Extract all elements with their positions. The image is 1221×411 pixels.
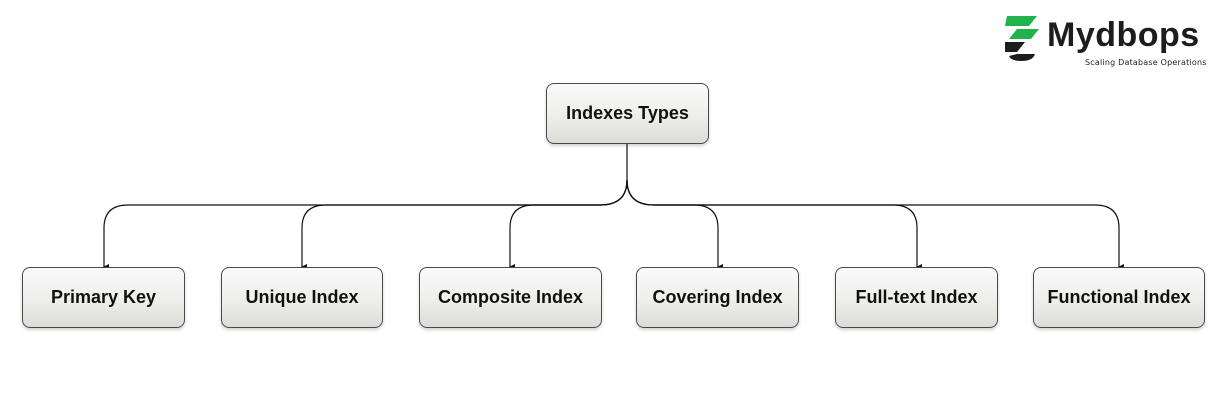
node-functional-index: Functional Index bbox=[1033, 267, 1205, 328]
logo-wordmark: Mydbops bbox=[1047, 16, 1200, 54]
connector-to-full-text-index bbox=[626, 179, 922, 270]
root-node-indexes-types: Indexes Types bbox=[546, 83, 709, 144]
mydbops-logo: Mydbops Scaling Database Operations bbox=[1003, 12, 1208, 72]
database-logo-icon bbox=[1005, 16, 1039, 61]
node-full-text-index: Full-text Index bbox=[835, 267, 998, 328]
connector-to-unique-index bbox=[301, 179, 628, 270]
node-primary-key: Primary Key bbox=[22, 267, 185, 328]
node-composite-index: Composite Index bbox=[419, 267, 602, 328]
node-unique-index: Unique Index bbox=[221, 267, 383, 328]
connector-to-primary-key bbox=[103, 179, 628, 270]
connector-to-composite-index bbox=[509, 179, 628, 270]
connector-to-covering-index bbox=[626, 179, 723, 270]
logo-tagline: Scaling Database Operations bbox=[1085, 58, 1207, 67]
node-covering-index: Covering Index bbox=[636, 267, 799, 328]
connector-to-functional-index bbox=[626, 179, 1124, 270]
